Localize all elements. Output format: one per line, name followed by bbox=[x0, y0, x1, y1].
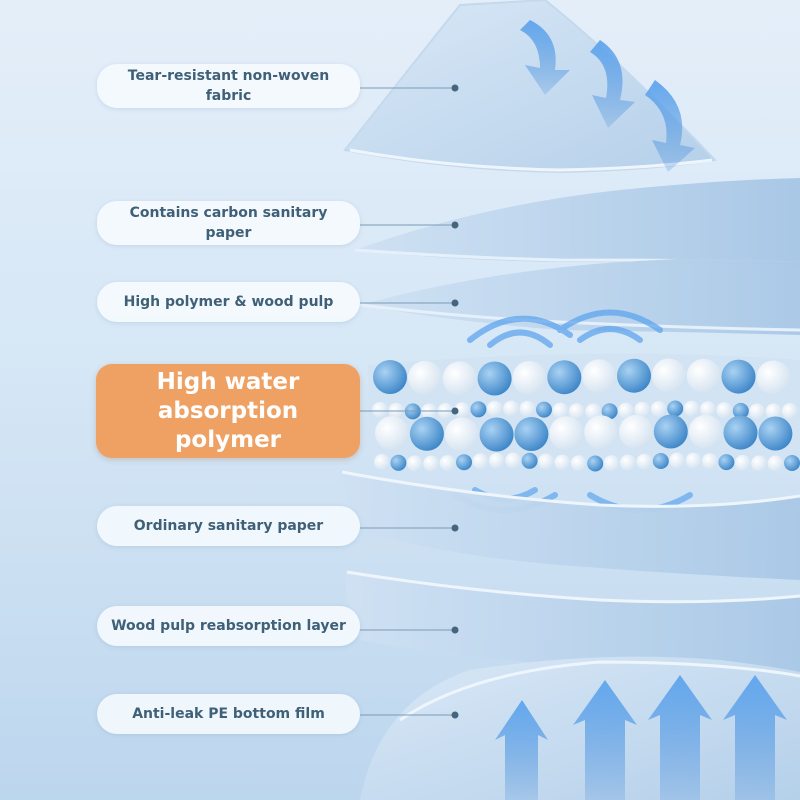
flow-arrow-icon bbox=[495, 675, 787, 800]
polymer-bead bbox=[409, 416, 444, 451]
polymer-bead bbox=[634, 401, 651, 418]
polymer-bead bbox=[584, 415, 619, 450]
polymer-bead bbox=[470, 401, 487, 418]
polymer-bead bbox=[653, 414, 688, 449]
polymer-bead bbox=[570, 455, 587, 472]
polymer-bead bbox=[620, 454, 636, 471]
polymer-bead bbox=[767, 455, 784, 472]
polymer-bead bbox=[472, 453, 489, 470]
polymer-bead bbox=[552, 402, 569, 419]
polymer-bead bbox=[603, 455, 620, 472]
polymer-bead bbox=[636, 453, 653, 470]
polymer-bead bbox=[486, 400, 503, 417]
polymer-bead bbox=[505, 452, 522, 469]
polymer-bead bbox=[601, 403, 618, 420]
polymer-bead bbox=[716, 402, 733, 419]
polymer-bead bbox=[503, 400, 520, 417]
polymer-bead bbox=[686, 358, 721, 393]
polymer-bead bbox=[372, 402, 388, 418]
polymer-bead bbox=[749, 403, 766, 420]
polymer-bead bbox=[700, 401, 716, 418]
polymer-bead bbox=[439, 455, 456, 471]
polymer-bead bbox=[373, 360, 407, 394]
polymer-bead bbox=[374, 454, 390, 470]
polymer-bead bbox=[407, 360, 442, 395]
polymer-bead bbox=[685, 452, 702, 469]
polymer-bead bbox=[758, 416, 793, 451]
polymer-bead bbox=[444, 417, 479, 452]
polymer-bead bbox=[650, 401, 667, 417]
polymer-bead bbox=[718, 454, 735, 471]
layer-wood-pulp bbox=[345, 570, 800, 680]
polymer-beads bbox=[368, 353, 800, 475]
polymer-bead bbox=[423, 455, 440, 472]
polymer-bead bbox=[732, 402, 749, 419]
polymer-bead bbox=[406, 455, 423, 472]
polymer-bead bbox=[390, 454, 407, 471]
polymer-bead bbox=[667, 400, 684, 417]
polymer-bead bbox=[765, 403, 782, 420]
layer-carbon-paper bbox=[354, 178, 800, 265]
polymer-bead bbox=[547, 360, 582, 395]
layer-ordinary-paper bbox=[340, 470, 800, 580]
polymer-bead bbox=[702, 453, 718, 470]
polymer-bead bbox=[514, 417, 549, 451]
polymer-bead bbox=[536, 401, 552, 418]
polymer-bead bbox=[688, 414, 723, 449]
leader-dot-icon bbox=[451, 84, 459, 719]
polymer-bead bbox=[751, 455, 768, 472]
absorption-wave-icon bbox=[467, 309, 663, 348]
polymer-bead bbox=[587, 455, 604, 472]
layer-label-polymer-pulp: High polymer & wood pulp bbox=[97, 282, 360, 322]
layer-polymer-pulp bbox=[359, 255, 800, 335]
polymer-bead bbox=[784, 455, 800, 471]
polymer-bead bbox=[582, 359, 617, 394]
polymer-bead bbox=[734, 454, 751, 471]
polymer-bead bbox=[669, 452, 686, 469]
polymer-bead bbox=[456, 454, 472, 471]
polymer-bead bbox=[782, 403, 798, 419]
polymer-bead bbox=[442, 361, 477, 396]
polymer-bead bbox=[617, 358, 651, 393]
polymer-bead bbox=[521, 452, 538, 469]
polymer-bead bbox=[618, 402, 634, 419]
layer-label-wood-pulp: Wood pulp reabsorption layer bbox=[97, 606, 360, 646]
polymer-bead bbox=[585, 403, 602, 420]
polymer-bead bbox=[723, 415, 758, 450]
polymer-bead bbox=[549, 416, 584, 451]
polymer-bead bbox=[477, 361, 512, 396]
layer-pe-film bbox=[360, 656, 800, 800]
polymer-bead bbox=[683, 400, 700, 417]
polymer-bead bbox=[619, 414, 653, 449]
layer-label-nonwoven: Tear-resistant non-woven fabric bbox=[97, 64, 360, 108]
polymer-bead bbox=[756, 360, 791, 395]
layer-label-carbon-paper: Contains carbon sanitary paper bbox=[97, 201, 360, 245]
leader-lines bbox=[360, 87, 455, 716]
layer-label-ordinary-paper: Ordinary sanitary paper bbox=[97, 506, 360, 546]
polymer-bead bbox=[568, 403, 585, 420]
polymer-bead bbox=[554, 454, 571, 471]
polymer-bead bbox=[652, 453, 669, 469]
layer-label-absorption-polymer: High water absorption polymer bbox=[96, 364, 360, 458]
polymer-bead bbox=[454, 402, 470, 419]
flow-arrow-icon bbox=[520, 20, 695, 172]
polymer-bead bbox=[519, 400, 536, 417]
polymer-bead bbox=[479, 417, 514, 452]
polymer-bead bbox=[375, 416, 409, 450]
polymer-bead bbox=[488, 452, 505, 469]
polymer-bead bbox=[721, 359, 756, 394]
polymer-bead bbox=[651, 358, 686, 393]
layer-label-pe-film: Anti-leak PE bottom film bbox=[97, 694, 360, 734]
polymer-bead bbox=[538, 453, 554, 470]
polymer-bead bbox=[512, 361, 547, 395]
